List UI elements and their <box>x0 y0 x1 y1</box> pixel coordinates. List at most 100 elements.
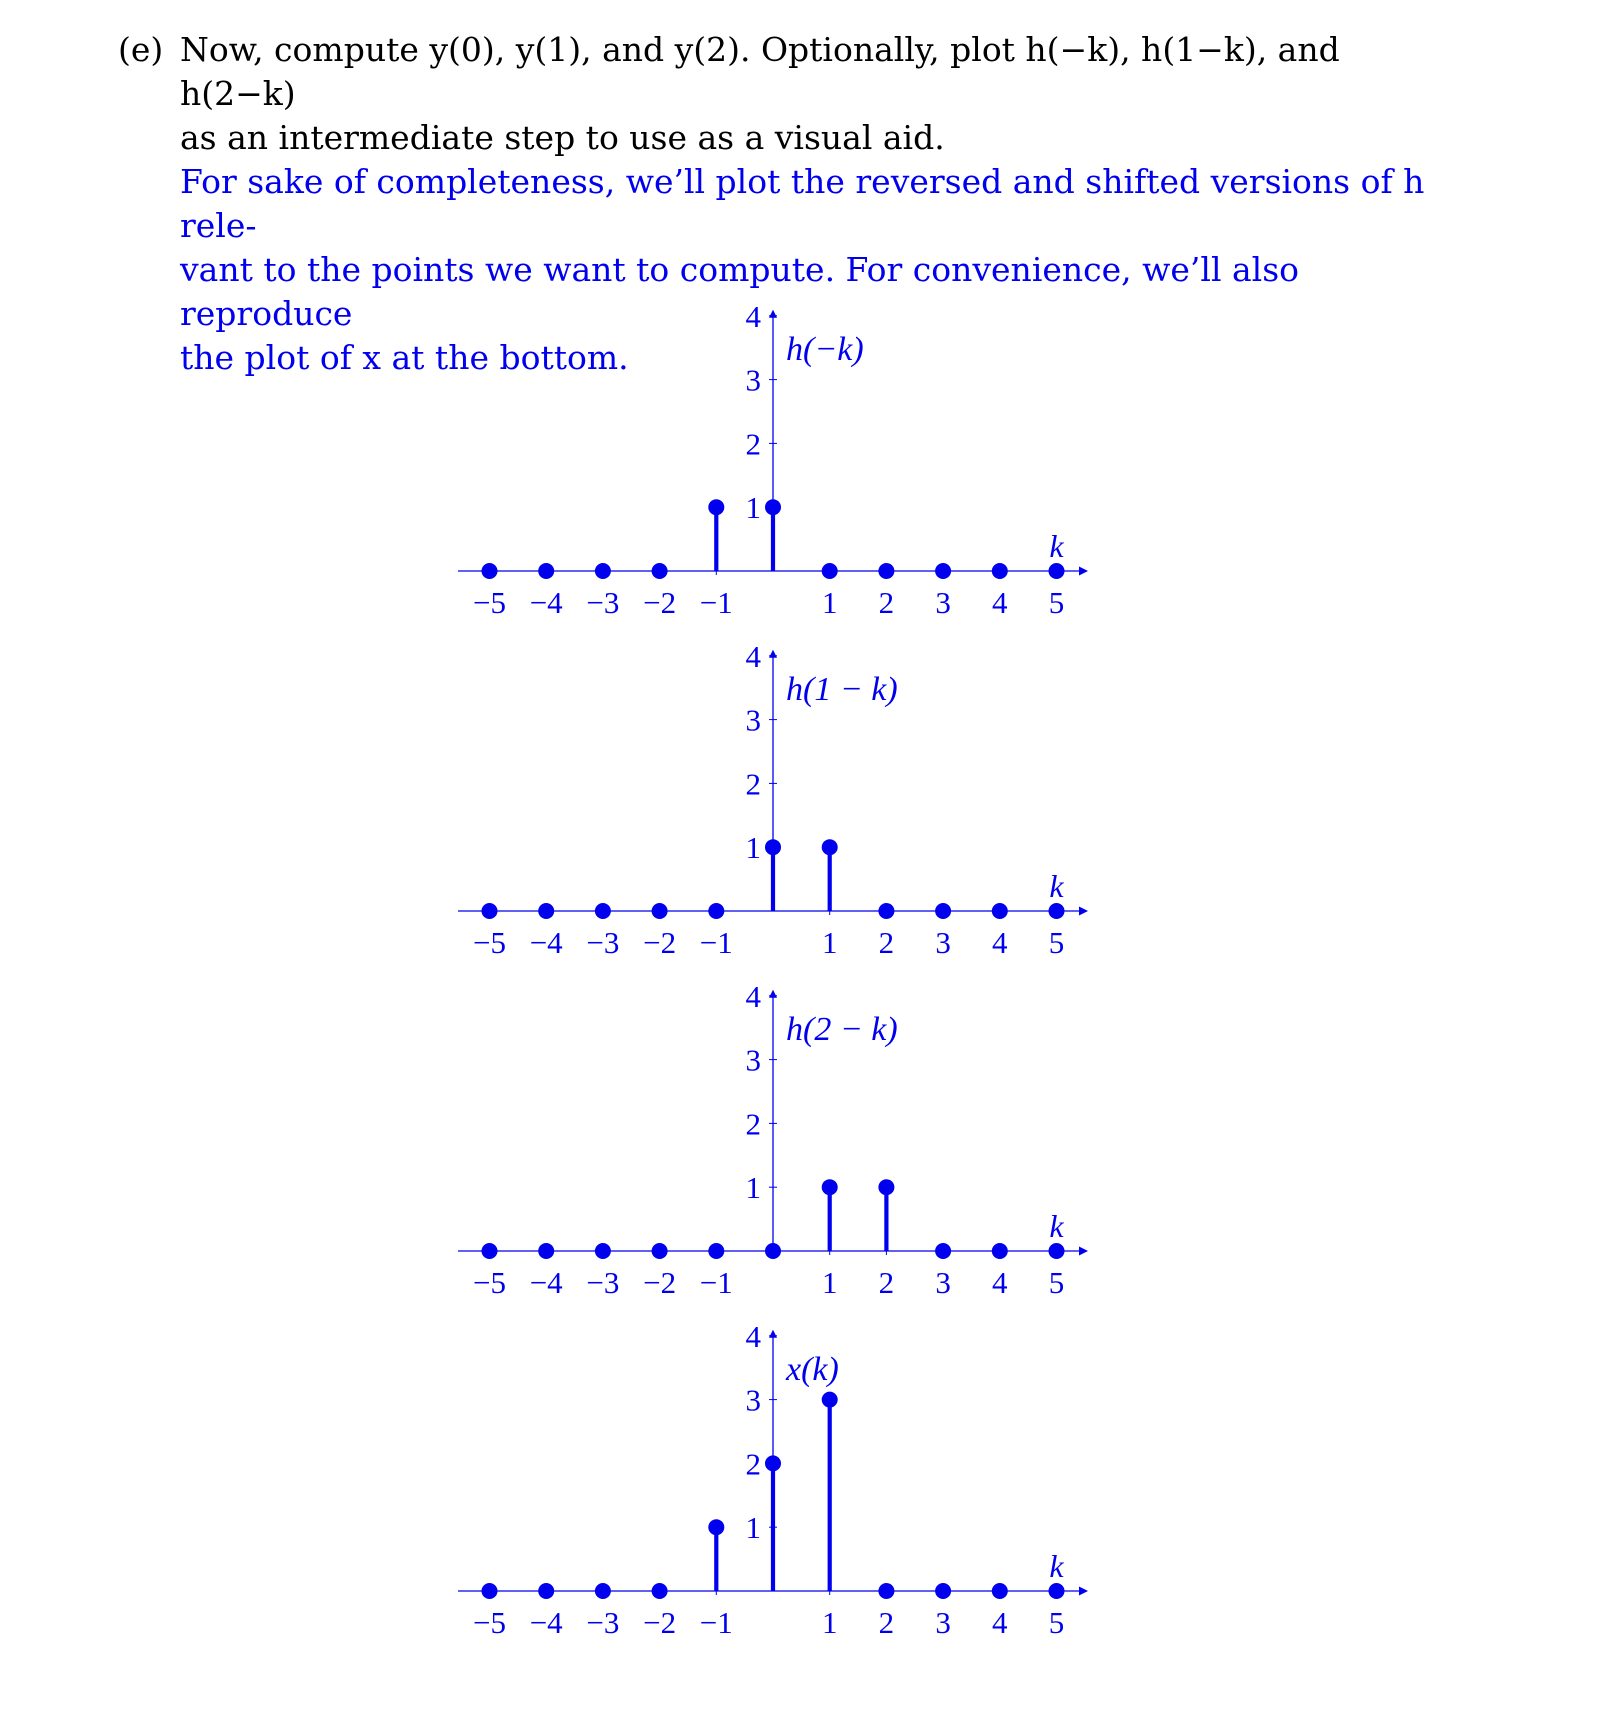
x-tick-label: −2 <box>643 1265 676 1300</box>
x-tick-label: −3 <box>586 925 619 960</box>
x-tick-label: 1 <box>822 1265 838 1300</box>
x-tick-label: 2 <box>879 1265 895 1300</box>
x-tick-label: −2 <box>643 1605 676 1640</box>
stem-marker <box>878 903 895 919</box>
x-tick-label: 4 <box>992 1265 1008 1300</box>
x-axis-arrow-icon <box>1079 1586 1088 1596</box>
x-axis-arrow-icon <box>1079 1246 1088 1256</box>
x-axis-label: k <box>1049 868 1064 904</box>
stem-marker <box>481 903 498 919</box>
series-label: h(2 − k) <box>786 1011 898 1048</box>
question-text: Now, compute y(0), y(1), and y(2). Optio… <box>180 28 1448 160</box>
x-tick-label: −4 <box>530 1265 563 1300</box>
answer-line: the plot of x at the bottom. <box>180 338 629 377</box>
problem-body: Now, compute y(0), y(1), and y(2). Optio… <box>180 28 1448 380</box>
stem-marker <box>1048 903 1065 919</box>
x-tick-label: −5 <box>473 585 506 620</box>
stem-marker <box>821 1391 838 1408</box>
stem-marker <box>878 1583 895 1599</box>
stem-marker <box>991 903 1008 919</box>
stem-marker <box>481 1243 498 1259</box>
stem-marker <box>708 903 725 919</box>
stem-marker <box>821 839 838 856</box>
x-axis-label: k <box>1049 1548 1064 1584</box>
y-tick-label: 4 <box>746 1319 762 1354</box>
stem-marker <box>651 903 668 919</box>
series-label: h(−k) <box>786 331 864 368</box>
x-tick-label: −4 <box>530 585 563 620</box>
x-tick-label: −1 <box>700 925 733 960</box>
x-tick-label: −4 <box>530 1605 563 1640</box>
stem-marker <box>878 563 895 579</box>
stem-marker <box>765 499 781 516</box>
x-axis-label: k <box>1049 528 1064 564</box>
y-tick-label: 1 <box>746 490 762 525</box>
y-tick-label: 1 <box>746 830 762 865</box>
x-tick-label: 2 <box>879 925 895 960</box>
x-tick-label: 2 <box>879 1605 895 1640</box>
stem-marker <box>1048 1243 1065 1259</box>
x-tick-label: 3 <box>935 585 951 620</box>
x-tick-label: −1 <box>700 1605 733 1640</box>
y-tick-label: 4 <box>746 979 762 1014</box>
y-axis-arrow-icon <box>769 309 777 318</box>
x-tick-label: 4 <box>992 925 1008 960</box>
stem-marker <box>765 1243 781 1259</box>
x-tick-label: −3 <box>586 1605 619 1640</box>
x-tick-label: 1 <box>822 925 838 960</box>
stem-marker <box>1048 563 1065 579</box>
y-tick-label: 3 <box>746 1043 762 1078</box>
y-tick-label: 4 <box>746 299 762 334</box>
y-axis-arrow-icon <box>769 1329 777 1338</box>
stem-marker <box>481 1583 498 1599</box>
stem-marker <box>765 839 781 856</box>
y-tick-label: 1 <box>746 1510 762 1545</box>
x-tick-label: 3 <box>935 925 951 960</box>
stem-marker <box>935 903 952 919</box>
x-tick-label: −1 <box>700 1265 733 1300</box>
y-tick-label: 2 <box>746 766 762 801</box>
stem-marker <box>594 563 611 579</box>
x-tick-label: 5 <box>1049 585 1065 620</box>
answer-line: For sake of completeness, we’ll plot the… <box>180 162 1425 245</box>
stem-marker <box>651 1243 668 1259</box>
y-tick-label: 3 <box>746 1383 762 1418</box>
x-tick-label: −5 <box>473 1265 506 1300</box>
x-axis-arrow-icon <box>1079 566 1088 576</box>
x-tick-label: −3 <box>586 585 619 620</box>
x-tick-label: −1 <box>700 585 733 620</box>
x-tick-label: 1 <box>822 585 838 620</box>
question-line: as an intermediate step to use as a visu… <box>180 118 945 157</box>
stem-marker <box>821 1179 838 1196</box>
y-tick-label: 3 <box>746 363 762 398</box>
stem-marker <box>765 1455 781 1472</box>
y-tick-label: 2 <box>746 1106 762 1141</box>
stem-marker <box>1048 1583 1065 1599</box>
y-tick-label: 2 <box>746 1446 762 1481</box>
stem-marker <box>481 563 498 579</box>
x-tick-label: 4 <box>992 585 1008 620</box>
stem-marker <box>991 1243 1008 1259</box>
x-tick-label: −2 <box>643 925 676 960</box>
stem-marker <box>935 563 952 579</box>
y-axis-arrow-icon <box>769 989 777 998</box>
x-tick-label: −4 <box>530 925 563 960</box>
series-label: x(k) <box>785 1351 839 1388</box>
x-tick-label: 4 <box>992 1605 1008 1640</box>
x-tick-label: −5 <box>473 925 506 960</box>
answer-text: For sake of completeness, we’ll plot the… <box>180 160 1448 380</box>
stem-marker <box>878 1179 895 1196</box>
stem-marker <box>991 563 1008 579</box>
x-tick-label: 5 <box>1049 1265 1065 1300</box>
stem-marker <box>538 1583 555 1599</box>
stem-marker <box>651 563 668 579</box>
stem-marker <box>651 1583 668 1599</box>
stem-marker <box>594 903 611 919</box>
item-label: (e) <box>118 30 164 69</box>
stem-marker <box>935 1583 952 1599</box>
